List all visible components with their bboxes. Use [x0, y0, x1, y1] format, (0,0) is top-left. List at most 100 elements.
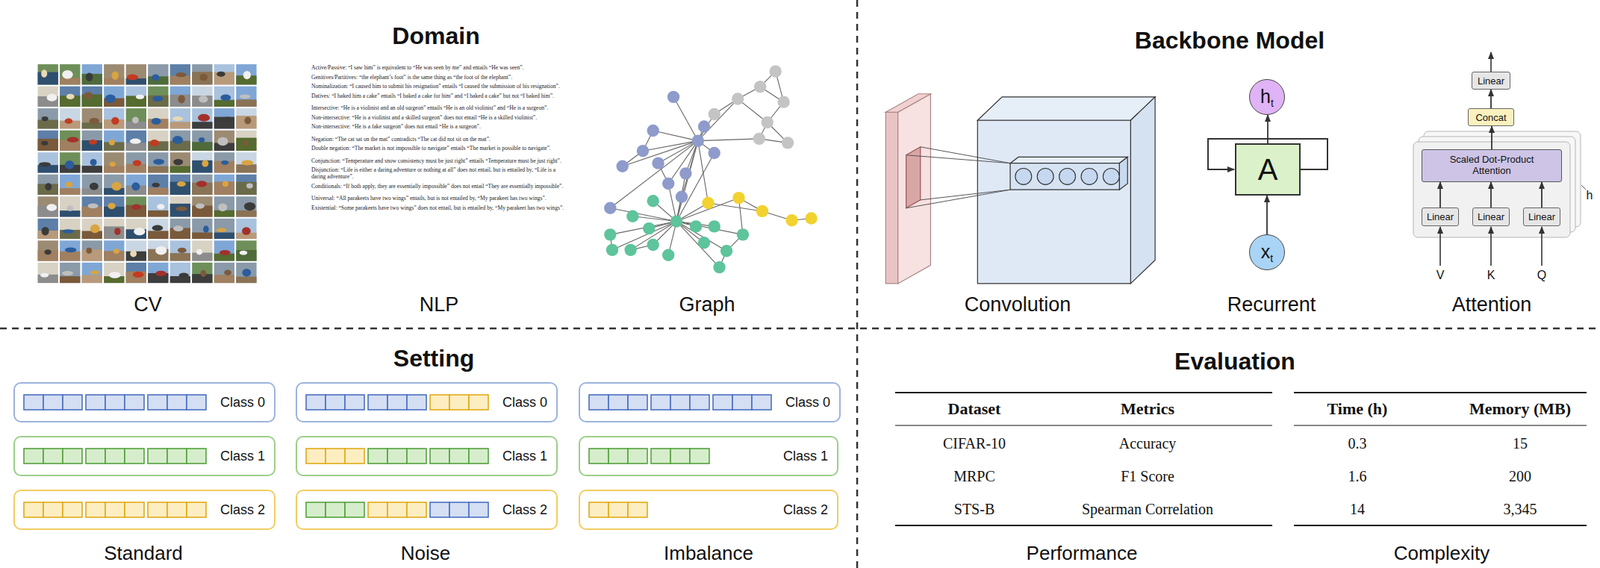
image-thumbnail	[170, 108, 191, 129]
caption-label: CV	[133, 294, 163, 317]
sample-cell	[368, 448, 388, 464]
image-thumbnail	[170, 86, 191, 107]
image-ground	[214, 72, 235, 86]
sample-cell	[368, 394, 388, 410]
image-thumbnail	[59, 108, 80, 129]
graph-edge	[609, 208, 677, 222]
image-thumbnail	[170, 262, 191, 283]
layer-box: Linear	[1523, 207, 1561, 227]
table-cell: Dataset	[948, 400, 1002, 419]
caption-label: NLP	[419, 294, 460, 317]
input-slab	[885, 94, 931, 113]
graph-vertex	[626, 210, 639, 223]
sample-cell	[627, 448, 648, 464]
node-label: Class 0	[785, 394, 831, 411]
image-ground	[59, 251, 80, 262]
image-ground	[214, 274, 235, 283]
sample-cell	[344, 448, 365, 464]
attention-heads-stack	[1413, 52, 1586, 266]
image-ground	[82, 165, 103, 173]
image-ground	[235, 164, 257, 173]
image-ground	[214, 117, 235, 130]
image-object	[246, 183, 254, 189]
flow-arrow	[1266, 195, 1268, 235]
node-label: Linear	[1477, 211, 1505, 223]
image-thumbnail	[103, 130, 124, 151]
document-line: Existential: “Some parakeets have two wi…	[311, 204, 566, 212]
layer-box: Concat	[1467, 108, 1515, 127]
sample-cell	[306, 448, 326, 464]
graph-edge	[673, 97, 699, 142]
graph-vertex	[662, 248, 675, 261]
caption-label: K	[1487, 268, 1496, 283]
panel-title: Backbone Model	[1134, 27, 1325, 54]
image-object	[40, 273, 49, 278]
image-object	[172, 116, 183, 121]
feature-unit	[1037, 168, 1054, 186]
image-thumbnail	[214, 130, 235, 151]
image-thumbnail	[82, 174, 103, 195]
image-object	[44, 182, 52, 191]
graph-edge	[632, 216, 677, 222]
image-object	[44, 249, 51, 255]
sample-cell	[670, 448, 690, 464]
image-thumbnail	[147, 240, 168, 261]
image-object	[85, 72, 93, 81]
sample-cell	[406, 502, 427, 518]
image-ground	[191, 160, 213, 174]
caption-label: Noise	[400, 542, 451, 565]
caption-label: Complexity	[1393, 542, 1491, 565]
state-circle: ht	[1249, 79, 1285, 115]
image-object	[172, 135, 183, 145]
sample-cell	[167, 448, 187, 464]
receptive-field-line	[920, 147, 1011, 164]
graph-vertex	[804, 212, 817, 224]
image-object	[241, 226, 251, 235]
table-cell: 200	[1508, 468, 1532, 485]
class-box: Class 2	[295, 489, 558, 531]
image-thumbnail	[191, 174, 213, 195]
image-thumbnail	[82, 130, 103, 151]
caption-label: Convolution	[964, 294, 1072, 317]
caption-label: Imbalance	[663, 542, 754, 565]
table-cell: 3,345	[1503, 500, 1538, 518]
image-object	[221, 116, 233, 123]
feature-cube	[977, 120, 1131, 284]
image-ground	[170, 276, 191, 283]
image-ground	[147, 166, 168, 174]
image-object	[196, 180, 207, 187]
image-thumbnail	[103, 218, 124, 239]
sample-cell	[325, 394, 345, 410]
image-ground	[38, 72, 59, 86]
image-thumbnail	[126, 152, 147, 173]
image-ground	[82, 249, 103, 261]
feature-cube	[1130, 97, 1156, 284]
image-object	[66, 205, 74, 212]
sample-cell	[62, 448, 83, 464]
image-ground	[214, 210, 235, 218]
sample-cell	[468, 448, 489, 464]
class-box: Class 0	[578, 382, 841, 423]
sample-cell	[608, 394, 628, 410]
image-ground	[147, 230, 168, 239]
image-object	[132, 159, 142, 166]
node-label: Class 1	[783, 448, 828, 465]
table-rule	[895, 524, 1273, 527]
sample-cell	[589, 448, 609, 464]
image-thumbnail	[59, 130, 80, 151]
image-ground	[59, 210, 80, 217]
layer-box: Linear	[1421, 207, 1459, 227]
image-thumbnail	[126, 108, 147, 129]
image-object	[64, 118, 74, 124]
image-object	[155, 271, 167, 277]
panel-title: Domain	[391, 23, 480, 50]
image-object	[241, 268, 251, 277]
image-object	[239, 94, 251, 99]
sample-cell	[430, 448, 450, 464]
image-thumbnail	[126, 218, 147, 239]
graph-vertex	[756, 205, 769, 218]
image-object	[222, 181, 229, 188]
table-rule	[1293, 425, 1587, 427]
image-ground	[170, 166, 191, 174]
sample-cell	[589, 394, 609, 410]
